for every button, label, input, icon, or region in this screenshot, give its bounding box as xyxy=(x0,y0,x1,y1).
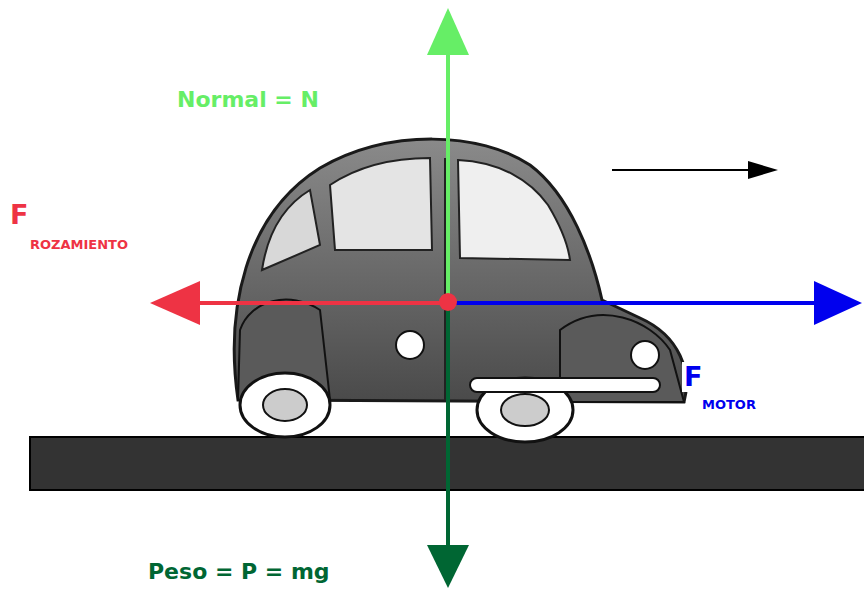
weight-force-arrowhead xyxy=(427,545,469,588)
friction-force-symbol: F xyxy=(10,200,28,230)
motor-force-vector xyxy=(448,301,818,305)
weight-force-vector xyxy=(446,303,450,550)
motor-force-symbol: F xyxy=(682,362,704,392)
car xyxy=(234,139,686,442)
friction-force-vector xyxy=(195,301,448,305)
motor-force-subscript: MOTOR xyxy=(700,398,758,412)
weight-force-label: Peso = P = mg xyxy=(148,560,330,584)
friction-force-subscript: ROZAMIENTO xyxy=(30,238,128,252)
friction-force-arrowhead xyxy=(150,281,200,325)
normal-force-label: Normal = N xyxy=(177,88,319,112)
motion-arrow xyxy=(612,169,755,171)
motion-arrowhead xyxy=(748,161,778,179)
normal-force-arrowhead xyxy=(427,8,469,55)
normal-force-vector xyxy=(446,50,450,303)
motor-force-arrowhead xyxy=(814,281,862,325)
center-of-mass-dot xyxy=(439,293,457,311)
